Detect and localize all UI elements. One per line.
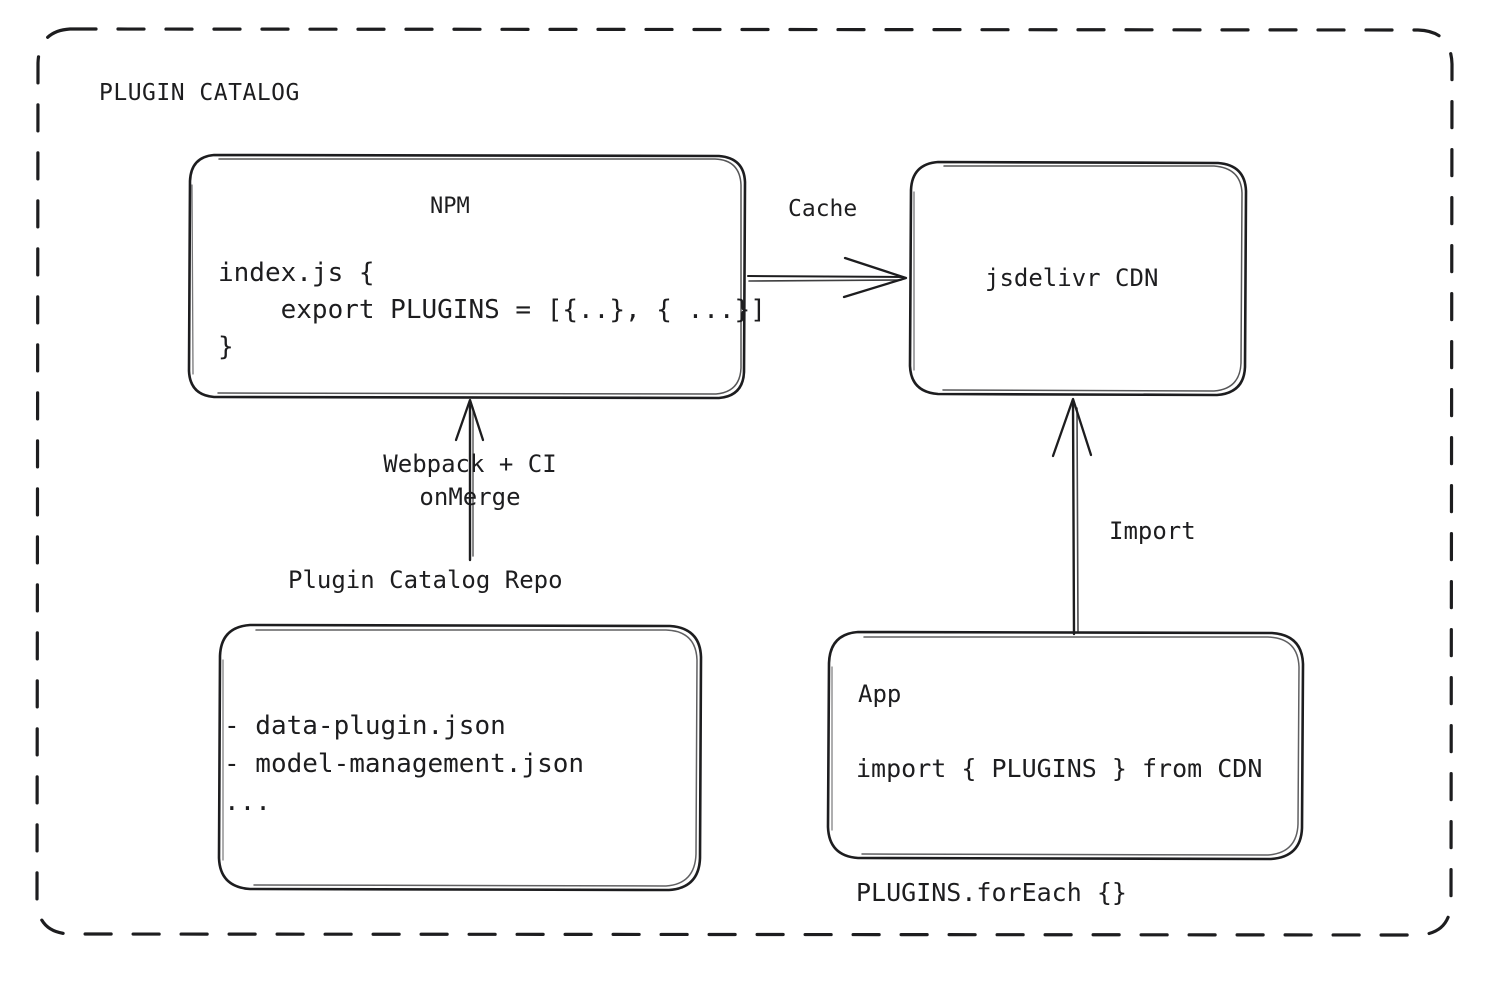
cache-arrow <box>747 256 908 299</box>
app-node-title: App <box>858 680 902 708</box>
cache-edge-label: Cache <box>788 196 858 222</box>
build-edge-label: Webpack + CI onMerge <box>383 450 557 511</box>
repo-node-file-list: - data-plugin.json - model-management.js… <box>224 711 585 817</box>
app-node-code: import { PLUGINS } from CDN PLUGINS.forE… <box>856 754 1263 907</box>
repo-node-caption: Plugin Catalog Repo <box>288 566 563 594</box>
group-title: PLUGIN CATALOG <box>99 80 300 106</box>
cdn-node-title: jsdelivr CDN <box>985 264 1159 292</box>
import-arrow <box>1051 397 1093 636</box>
import-edge-label: Import <box>1109 517 1196 545</box>
npm-node-title: NPM <box>430 194 470 219</box>
npm-node-code: index.js { export PLUGINS = [{..}, { ...… <box>218 258 766 362</box>
